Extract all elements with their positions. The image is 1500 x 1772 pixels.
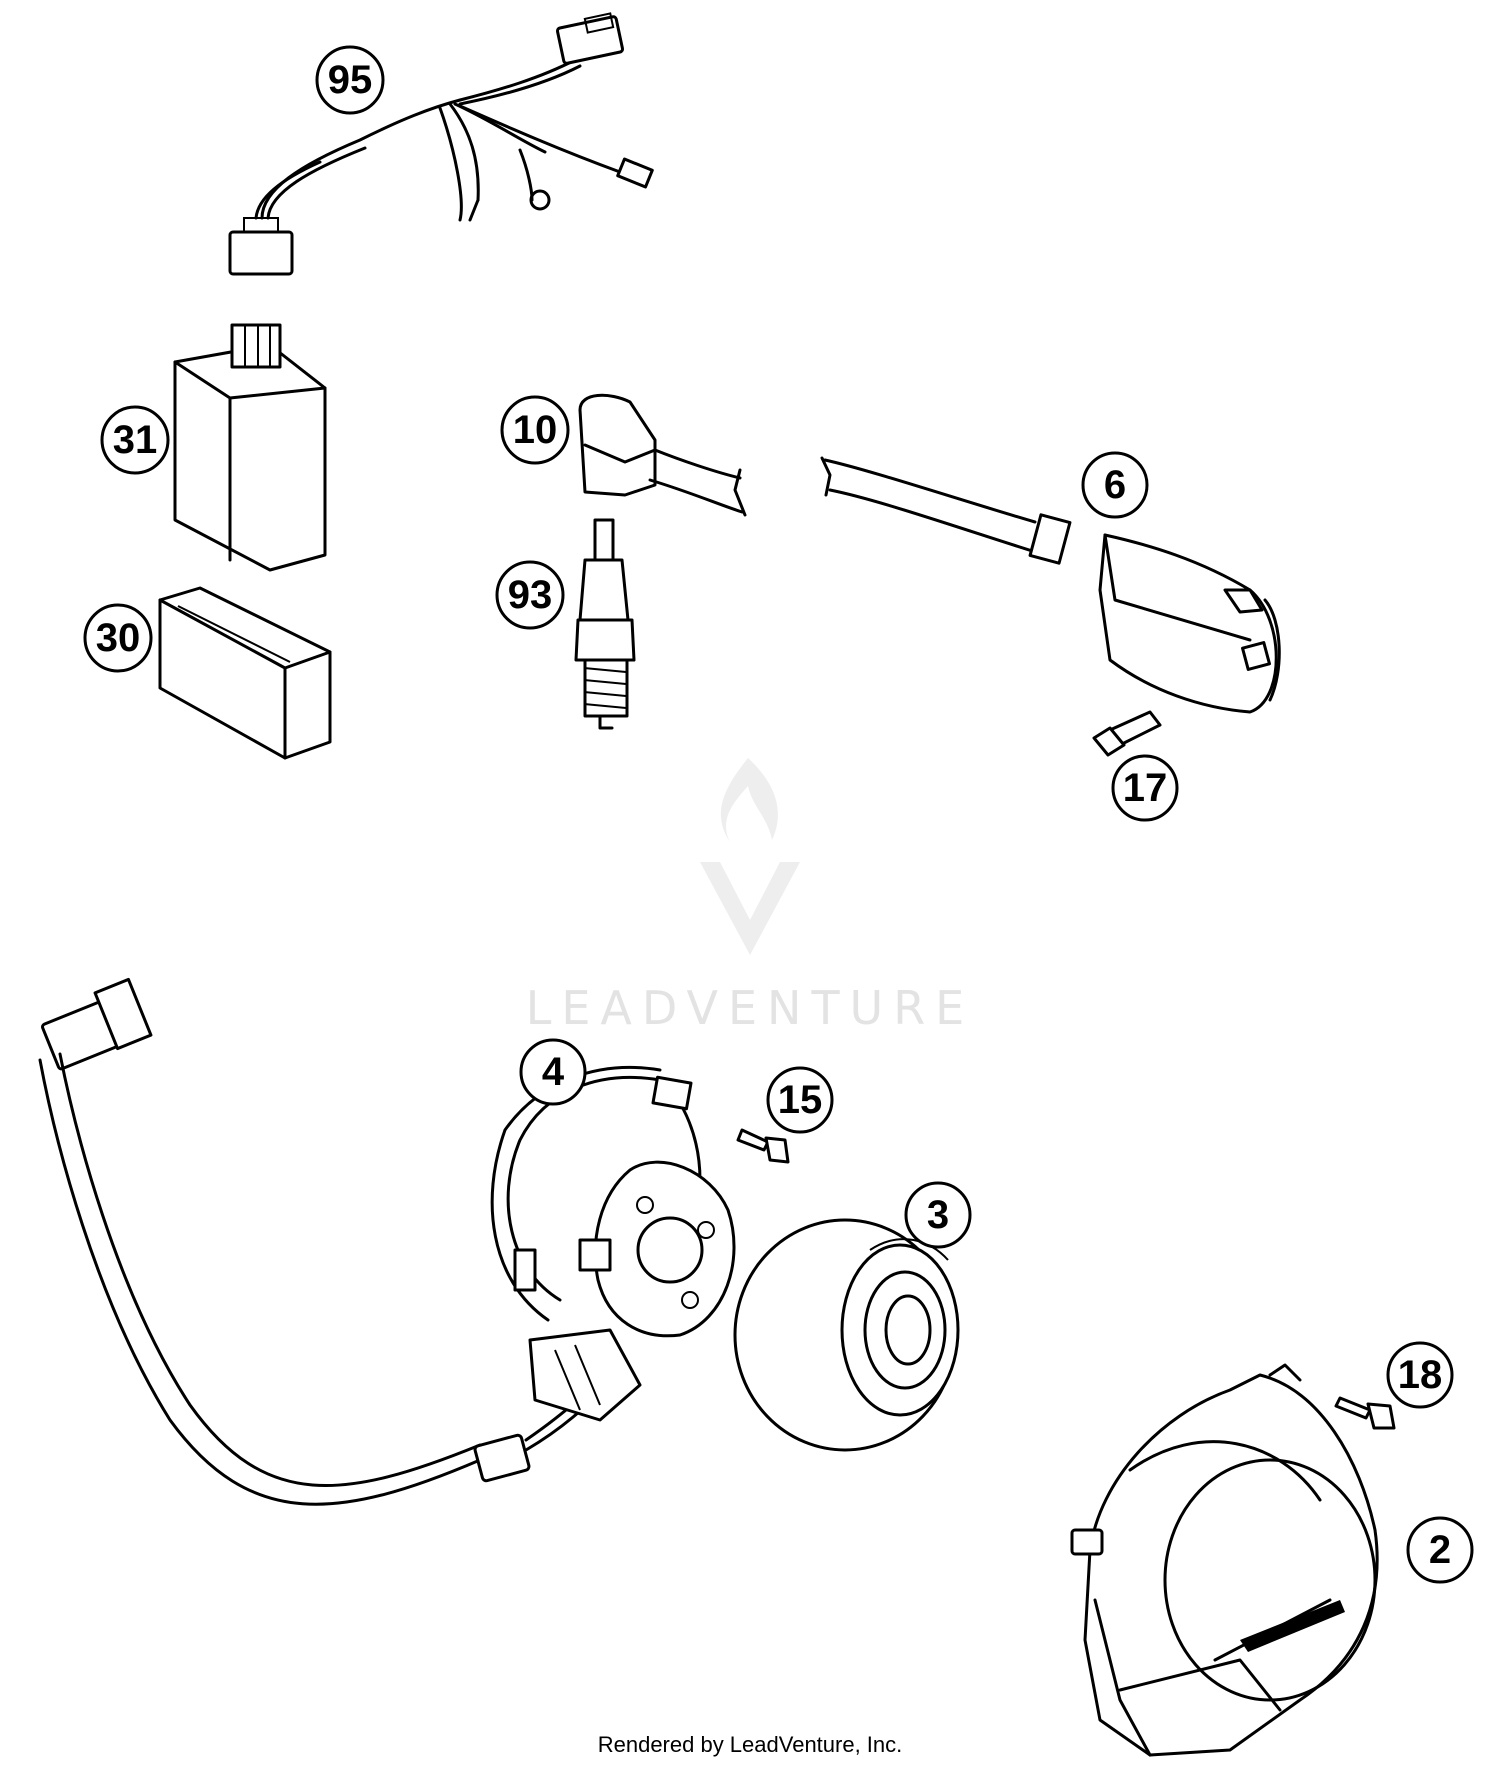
callout-2: 2: [1406, 1516, 1474, 1584]
callout-4: 4: [519, 1038, 587, 1106]
spark-plug-part: [574, 518, 636, 730]
wiring-harness-part: [228, 12, 654, 276]
callout-3-label: 3: [927, 1193, 949, 1237]
callout-18-label: 18: [1398, 1353, 1443, 1397]
callout-10: 10: [500, 395, 570, 465]
rubber-holder-part: [158, 586, 332, 760]
watermark-v-icon: [700, 862, 800, 955]
cover-screw-part: [1334, 1396, 1396, 1430]
callout-93-label: 93: [508, 573, 553, 617]
callout-30: 30: [83, 603, 153, 673]
callout-6: 6: [1081, 451, 1149, 519]
callout-17-label: 17: [1123, 766, 1168, 810]
footer-credit: Rendered by LeadVenture, Inc.: [598, 1732, 903, 1757]
callout-31: 31: [100, 405, 170, 475]
stator-screw-part: [736, 1128, 790, 1164]
ignition-cover-part: [1070, 1363, 1379, 1757]
callout-6-label: 6: [1104, 463, 1126, 507]
callout-18: 18: [1386, 1341, 1454, 1409]
leadventure-watermark: LEADVENTURE: [526, 758, 975, 1035]
flywheel-rotor-part: [733, 1218, 960, 1452]
callout-93: 93: [495, 560, 565, 630]
watermark-text: LEADVENTURE: [526, 981, 975, 1035]
callout-10-label: 10: [513, 408, 558, 452]
callout-2-label: 2: [1429, 1528, 1451, 1572]
callout-31-label: 31: [113, 418, 158, 462]
callout-15: 15: [766, 1066, 834, 1134]
callout-17: 17: [1111, 754, 1179, 822]
ignition-control-unit-part: [173, 323, 327, 572]
coil-bolt-part: [1092, 710, 1162, 757]
spark-plug-connector-part: [578, 393, 747, 517]
callout-95: 95: [315, 45, 385, 115]
watermark-flame-icon: [720, 758, 778, 842]
callout-3: 3: [904, 1181, 972, 1249]
callout-4-label: 4: [542, 1050, 565, 1094]
callout-95-label: 95: [328, 58, 373, 102]
ignition-coil-part: [820, 456, 1281, 714]
callout-15-label: 15: [778, 1078, 823, 1122]
callout-30-label: 30: [96, 616, 141, 660]
stator-with-cable-part: [38, 977, 736, 1506]
